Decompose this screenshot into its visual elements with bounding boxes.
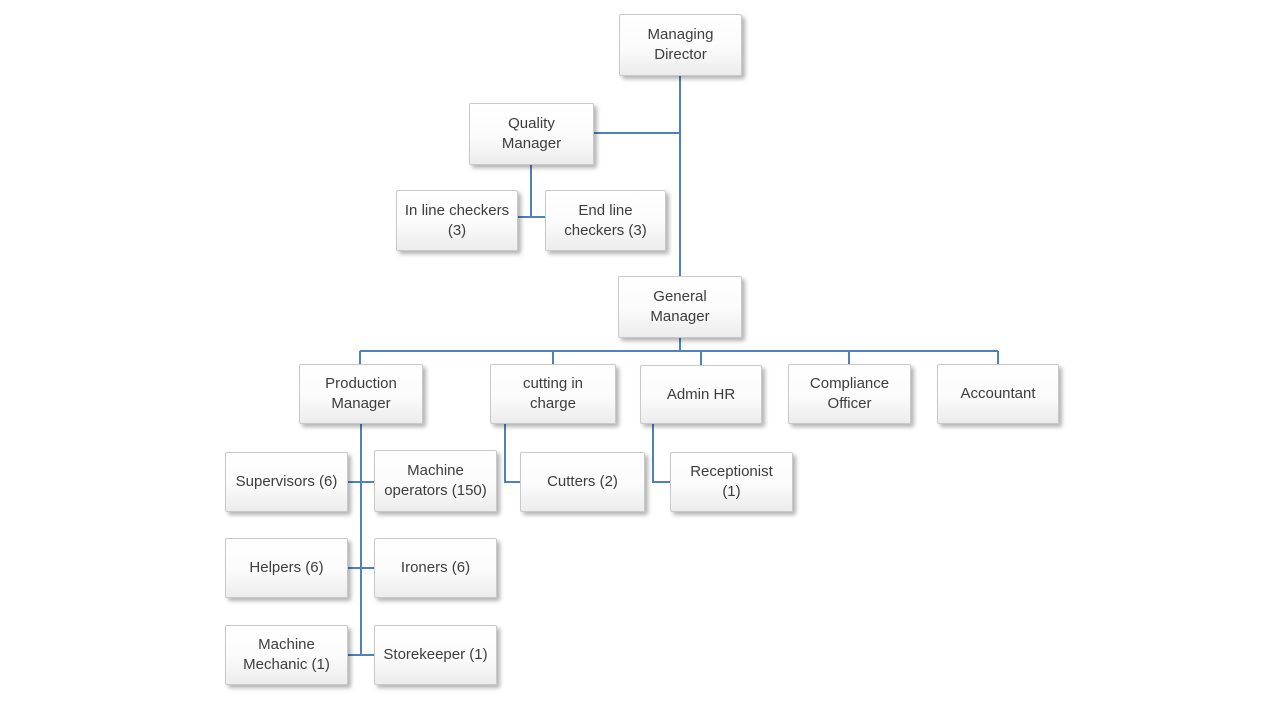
edge-production-manager-children [348, 424, 374, 656]
org-node-admin-hr: Admin HR [640, 365, 762, 424]
org-node-ironers: Ironers (6) [374, 538, 497, 598]
edge-admin-hr-receptionist [652, 424, 670, 483]
org-node-cutting-in-charge: cutting in charge [490, 364, 616, 424]
org-node-compliance-officer: Compliance Officer [788, 364, 911, 424]
org-node-general-manager: General Manager [618, 276, 742, 338]
edge-cutting-in-charge-cutters [504, 424, 520, 483]
org-node-machine-operators: Machine operators (150) [374, 450, 497, 512]
org-node-storekeeper: Storekeeper (1) [374, 625, 497, 685]
org-node-machine-mechanic: Machine Mechanic (1) [225, 625, 348, 685]
org-node-production-manager: Production Manager [299, 364, 423, 424]
org-node-supervisors: Supervisors (6) [225, 452, 348, 512]
org-node-in-line-checkers: In line checkers (3) [396, 190, 518, 251]
edge-general-manager-children [359, 338, 999, 365]
org-node-cutters: Cutters (2) [520, 452, 645, 512]
org-node-helpers: Helpers (6) [225, 538, 348, 598]
edge-quality-manager-checkers [518, 165, 545, 218]
org-node-end-line-checkers: End line checkers (3) [545, 190, 666, 251]
org-node-accountant: Accountant [937, 364, 1059, 424]
org-node-quality-manager: Quality Manager [469, 103, 594, 165]
org-node-managing-director: Managing Director [619, 14, 742, 76]
org-node-receptionist: Receptionist (1) [670, 452, 793, 512]
